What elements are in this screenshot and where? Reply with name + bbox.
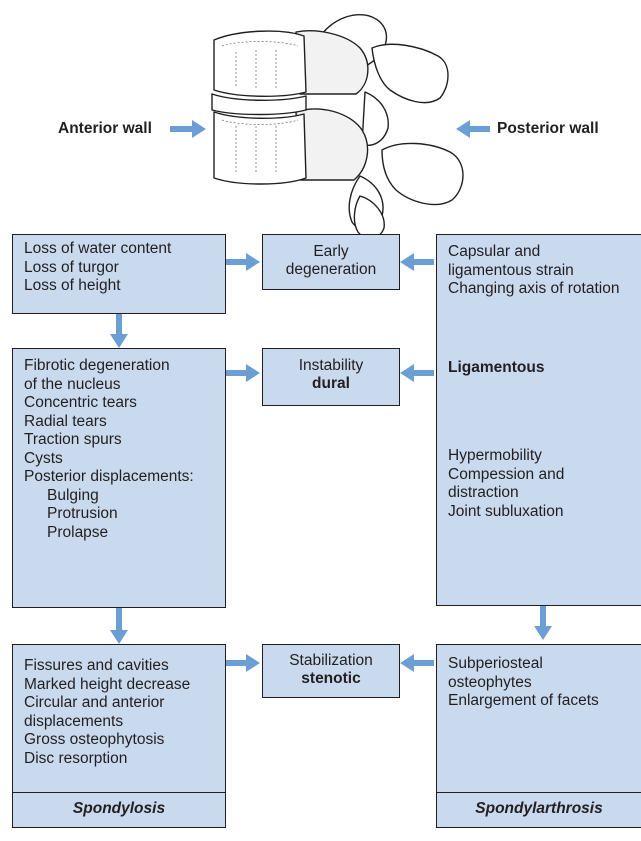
arrow-right-to-stage2 xyxy=(400,364,434,382)
arrow-left-to-stage1 xyxy=(226,253,260,271)
left-box-instability-line: Traction spurs xyxy=(24,431,194,450)
stage-early-line: Early xyxy=(263,243,399,261)
right-box-facets-line: Joint subluxation xyxy=(448,503,564,522)
right-box-stabilization-line: Subperiosteal xyxy=(448,655,599,674)
arrow-right-to-stage3 xyxy=(400,654,434,672)
spondylosis-label: Spondylosis xyxy=(13,792,225,827)
right-box-facets: Capsular and ligamentous strain Changing… xyxy=(436,234,641,606)
stage-instability-title: Instability xyxy=(263,357,399,375)
right-box-stabilization-line: Enlargement of facets xyxy=(448,692,599,711)
left-box-instability-subitem: Prolapse xyxy=(24,524,194,543)
left-box-stabilization-line: displacements xyxy=(24,713,190,732)
right-box-facets-line: Hypermobility xyxy=(448,447,564,466)
left-box-stabilization-line: Fissures and cavities xyxy=(24,657,190,676)
left-box-instability-subitem: Protrusion xyxy=(24,505,194,524)
ligamentous-heading: Ligamentous xyxy=(448,359,544,378)
right-box-facets-line: ligamentous strain xyxy=(448,262,619,281)
down-arrow-left-1 xyxy=(110,314,128,348)
right-box-facets-line: Compession and xyxy=(448,466,564,485)
arrow-left-to-stage2 xyxy=(226,364,260,382)
left-box-instability-line: Cysts xyxy=(24,450,194,469)
left-box-instability: Fibrotic degeneration of the nucleus Con… xyxy=(12,348,226,608)
left-box-instability-line: Concentric tears xyxy=(24,394,194,413)
left-box-stabilization-line: Gross osteophytosis xyxy=(24,731,190,750)
left-box-instability-line: Fibrotic degeneration xyxy=(24,357,194,376)
stage-instability: Instability dural xyxy=(262,348,400,406)
stage-instability-subtitle: dural xyxy=(263,375,399,393)
left-box-stabilization-line: Disc resorption xyxy=(24,750,190,769)
left-box-stabilization: Fissures and cavities Marked height decr… xyxy=(12,644,226,828)
arrow-right-to-stage1 xyxy=(400,253,434,271)
left-box-instability-line: Posterior displacements: xyxy=(24,468,194,487)
right-box-facets-line: Changing axis of rotation xyxy=(448,280,619,299)
right-box-stabilization: Subperiosteal osteophytes Enlargement of… xyxy=(436,644,641,828)
stage-stabilization: Stabilization stenotic xyxy=(262,644,400,698)
left-box-stabilization-line: Circular and anterior xyxy=(24,694,190,713)
down-arrow-left-2 xyxy=(110,608,128,644)
right-box-stabilization-line: osteophytes xyxy=(448,674,599,693)
left-box-stabilization-line: Marked height decrease xyxy=(24,676,190,695)
right-box-facets-line: Capsular and xyxy=(448,243,619,262)
posterior-arrow xyxy=(456,120,490,138)
stage-stabilization-subtitle: stenotic xyxy=(263,670,399,688)
left-box-early: Loss of water content Loss of turgor Los… xyxy=(12,234,226,314)
right-box-facets-line: distraction xyxy=(448,484,564,503)
anterior-arrow xyxy=(170,120,206,138)
arrow-left-to-stage3 xyxy=(226,654,260,672)
left-box-early-line: Loss of height xyxy=(24,277,171,296)
left-box-instability-subitem: Bulging xyxy=(24,487,194,506)
left-box-instability-line: of the nucleus xyxy=(24,376,194,395)
down-arrow-right xyxy=(534,606,552,640)
left-box-early-line: Loss of water content xyxy=(24,240,171,259)
stage-early-degeneration: Early degeneration xyxy=(262,234,400,290)
spondylarthrosis-label: Spondylarthrosis xyxy=(437,792,641,827)
left-box-early-line: Loss of turgor xyxy=(24,259,171,278)
stage-stabilization-title: Stabilization xyxy=(263,652,399,670)
stage-early-line: degeneration xyxy=(263,261,399,279)
left-box-instability-line: Radial tears xyxy=(24,413,194,432)
